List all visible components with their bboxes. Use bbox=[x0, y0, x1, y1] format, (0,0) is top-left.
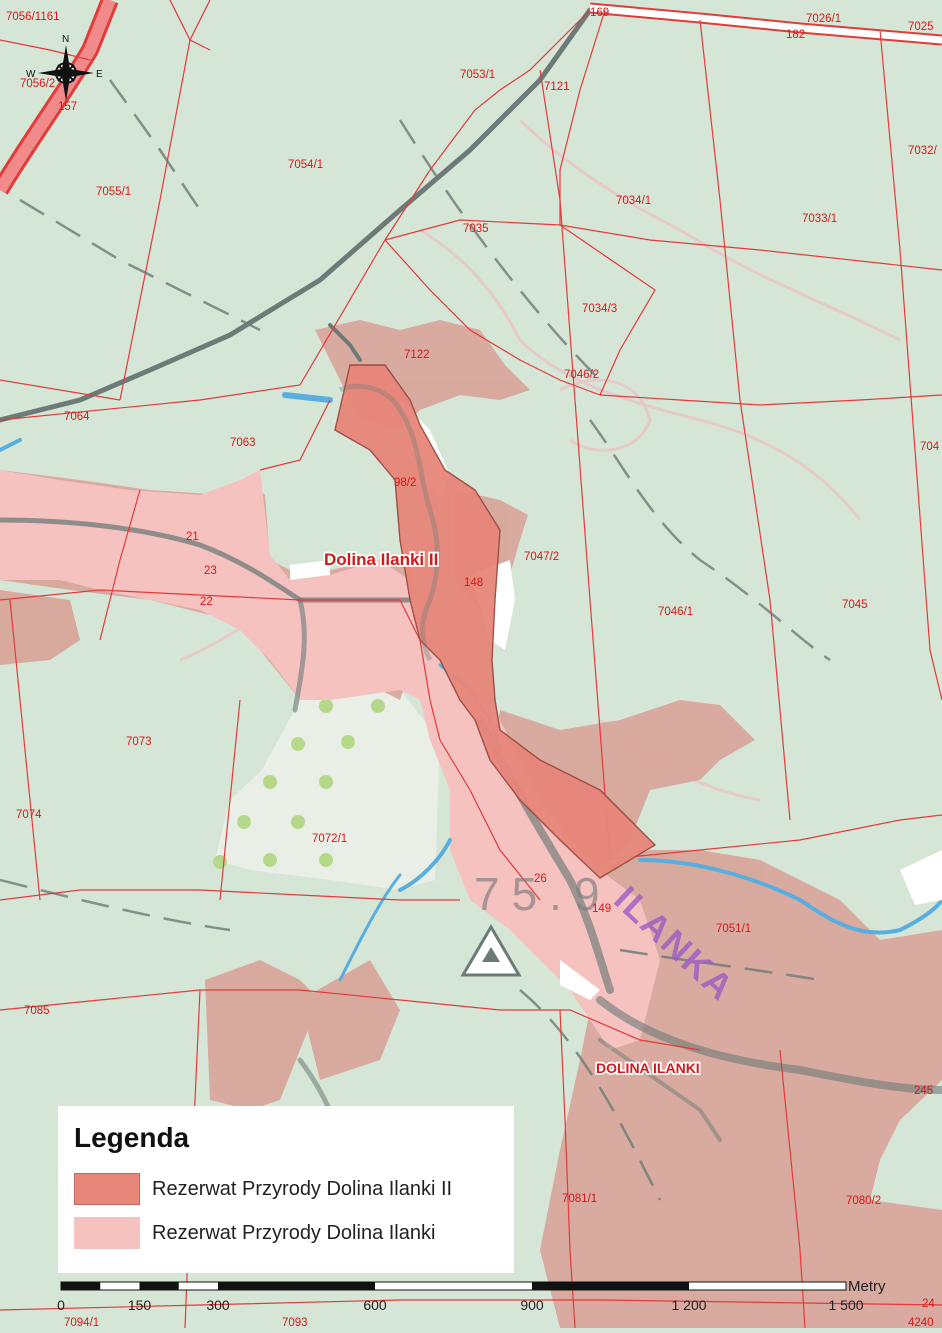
legend-item-reserve: Rezerwat Przyrody Dolina Ilanki bbox=[74, 1216, 498, 1250]
parcel-label: 7035 bbox=[463, 223, 489, 235]
parcel-label: 7047/2 bbox=[524, 551, 559, 563]
legend: Legenda Rezerwat Przyrody Dolina Ilanki … bbox=[58, 1106, 514, 1273]
parcel-label: 7121 bbox=[544, 81, 570, 93]
scale-tick-label: 1 200 bbox=[671, 1297, 707, 1313]
scale-tick-label: 900 bbox=[520, 1297, 544, 1313]
scale-tick-label: 1 500 bbox=[828, 1297, 864, 1313]
parcel-label: 7063 bbox=[230, 437, 256, 449]
parcel-label: 22 bbox=[200, 596, 213, 608]
north-arrow: N E W bbox=[26, 34, 103, 101]
reserve-label: DOLINA ILANKI bbox=[596, 1060, 700, 1076]
parcel-label: 7026/1 bbox=[806, 13, 841, 25]
scale-bar: Metry 0 150 300 600 900 1 200 1 500 bbox=[0, 1276, 942, 1328]
parcel-label: 7122 bbox=[404, 349, 430, 361]
parcel-label: 7034/1 bbox=[616, 195, 651, 207]
legend-item-reserve-ii: Rezerwat Przyrody Dolina Ilanki II bbox=[74, 1172, 498, 1206]
parcel-label: 7051/1 bbox=[716, 923, 751, 935]
parcel-label: 7074 bbox=[16, 809, 42, 821]
elevation-label: 75.9 bbox=[474, 868, 612, 920]
parcel-label: 7055/1 bbox=[96, 186, 131, 198]
scale-tick-label: 600 bbox=[363, 1297, 387, 1313]
compass-w: W bbox=[26, 69, 36, 80]
legend-title: Legenda bbox=[74, 1122, 190, 1153]
legend-swatch-reserve-ii bbox=[74, 1173, 140, 1205]
reserve-ii-label: Dolina Ilanki II bbox=[324, 550, 438, 569]
parcel-label: 7085 bbox=[24, 1005, 50, 1017]
legend-label: Rezerwat Przyrody Dolina Ilanki II bbox=[152, 1177, 453, 1200]
parcel-label: 26 bbox=[534, 873, 547, 885]
parcel-label: 7094/1 bbox=[64, 1317, 99, 1328]
compass-n: N bbox=[62, 34, 69, 45]
scale-segment bbox=[218, 1282, 375, 1290]
parcel-numbers: 7056/1161 7026/1 7025 182 7053/1 7121 70… bbox=[6, 7, 940, 1328]
scale-tick-label: 300 bbox=[206, 1297, 230, 1313]
scale-segment bbox=[139, 1282, 179, 1290]
orchard-area bbox=[215, 690, 440, 890]
compass-e: E bbox=[96, 69, 103, 80]
parcel-label: 169 bbox=[590, 7, 609, 19]
parcel-label: 24 bbox=[922, 1298, 935, 1310]
parcel-label: 7046/2 bbox=[564, 369, 599, 381]
parcel-label: 7046/1 bbox=[658, 606, 693, 618]
parcel-label: 7034/3 bbox=[582, 303, 617, 315]
reserve-dolina-ilanki-ii-edge bbox=[338, 383, 440, 662]
parcel-label: 7054/1 bbox=[288, 159, 323, 171]
scale-segment bbox=[61, 1282, 101, 1290]
dashed-paths bbox=[0, 79, 831, 1201]
parcel-label: 149 bbox=[592, 903, 611, 915]
legend-label: Rezerwat Przyrody Dolina Ilanki bbox=[152, 1221, 436, 1244]
parcel-label: 7081/1 bbox=[562, 1193, 597, 1205]
parcel-label: 7073 bbox=[126, 736, 152, 748]
parcel-label: 7056/2 bbox=[20, 78, 55, 90]
parcel-label: 7080/2 bbox=[846, 1195, 881, 1207]
parcel-label: 7093 bbox=[282, 1317, 308, 1328]
main-roads bbox=[0, 0, 942, 195]
reserve-dolina-ilanki bbox=[0, 470, 660, 1050]
parcel-label: 182 bbox=[786, 29, 805, 41]
reserve-dolina-ilanki-ii bbox=[334, 364, 657, 879]
parcel-label: 7033/1 bbox=[802, 213, 837, 225]
parcel-label: 7025 bbox=[908, 21, 934, 33]
parcel-label: 98/2 bbox=[394, 477, 416, 489]
scale-tick-label: 0 bbox=[57, 1297, 65, 1313]
parcel-label: 4240 bbox=[908, 1317, 934, 1328]
parcel-label: 157 bbox=[58, 101, 77, 113]
parcel-label: 7045 bbox=[842, 599, 868, 611]
parcel-label: 21 bbox=[186, 531, 199, 543]
scale-unit: Metry bbox=[848, 1278, 886, 1295]
parcel-label: 7056/1161 bbox=[6, 11, 60, 23]
parcel-label: 245 bbox=[914, 1085, 933, 1097]
scale-tick-label: 150 bbox=[127, 1297, 152, 1313]
parcel-label: 148 bbox=[464, 577, 483, 589]
parcel-label: 7032/ bbox=[908, 145, 938, 157]
elevation-marker-icon bbox=[460, 924, 522, 977]
parcel-label: 7072/1 bbox=[312, 833, 347, 845]
parcel-label: 704 bbox=[920, 441, 940, 453]
scale-segment bbox=[532, 1282, 689, 1290]
parcel-label: 23 bbox=[204, 565, 217, 577]
scale-bar-graphic bbox=[60, 1281, 847, 1291]
parcel-label: 7064 bbox=[64, 411, 90, 423]
parcel-label: 7053/1 bbox=[460, 69, 495, 81]
legend-swatch-reserve bbox=[74, 1217, 140, 1249]
